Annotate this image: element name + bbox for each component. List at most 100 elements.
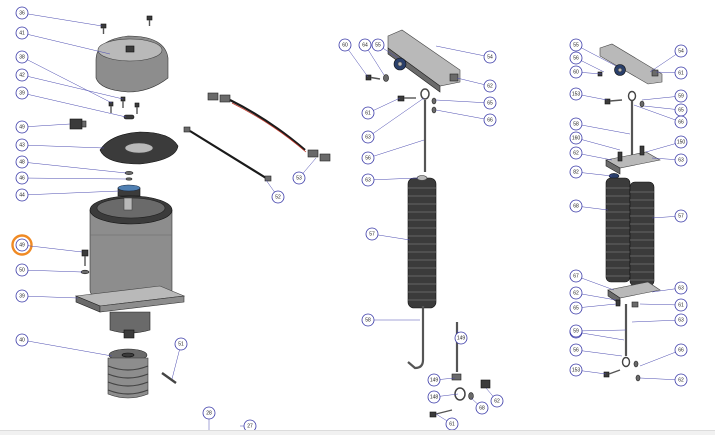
callout-bubble (569, 65, 583, 79)
bottom-scrollbar-track[interactable] (0, 430, 715, 435)
callout-double_spring-153[interactable]: 153 (569, 87, 583, 101)
callout-motor-36[interactable]: 36 (15, 6, 29, 20)
callout-number: 68 (479, 406, 485, 412)
callout-bubble (483, 113, 497, 127)
leader-line (21, 339, 113, 357)
callout-bubble (358, 38, 372, 52)
leader-line (21, 244, 83, 253)
callout-double_spring-62[interactable]: 62 (569, 146, 583, 160)
callout-double_spring-65[interactable]: 65 (674, 103, 688, 117)
callout-motor-46[interactable]: 46 (15, 171, 29, 185)
callout-motor-39[interactable]: 39 (15, 86, 29, 100)
callout-double_spring-68[interactable]: 68 (569, 199, 583, 213)
callout-motor-50[interactable]: 50 (15, 263, 29, 277)
callout-double_spring-60[interactable]: 60 (569, 65, 583, 79)
callout-single_spring-148[interactable]: 148 (427, 390, 441, 404)
leader-line (575, 329, 627, 332)
callout-single_spring-63[interactable]: 63 (361, 130, 375, 144)
callout-single_spring-56[interactable]: 56 (361, 151, 375, 165)
callout-double_spring-56[interactable]: 56 (569, 51, 583, 65)
callout-bubble (454, 331, 468, 345)
callout-motor-28[interactable]: 28 (202, 406, 216, 420)
callout-double_spring-67[interactable]: 67 (569, 269, 583, 283)
callout-single_spring-65[interactable]: 65 (483, 96, 497, 110)
callout-number: 62 (494, 399, 500, 405)
callout-bubble (15, 263, 29, 277)
callout-single_spring-58[interactable]: 58 (361, 313, 375, 327)
callout-number: 63 (678, 158, 684, 164)
callout-double_spring-61[interactable]: 61 (674, 298, 688, 312)
callout-number: 52 (275, 195, 281, 201)
callout-bubble (15, 238, 29, 252)
callout-motor-42[interactable]: 42 (15, 68, 29, 82)
callout-double_spring-66[interactable]: 66 (674, 343, 688, 357)
callout-double_spring-160[interactable]: 160 (569, 131, 583, 145)
callout-double_spring-82[interactable]: 82 (569, 165, 583, 179)
callout-double_spring-66[interactable]: 66 (674, 115, 688, 129)
callout-bubble (15, 171, 29, 185)
callout-single_spring-54[interactable]: 54 (483, 50, 497, 64)
callout-single_spring-61[interactable]: 61 (445, 417, 459, 431)
callout-double_spring-153[interactable]: 153 (569, 363, 583, 377)
callout-number: 66 (678, 120, 684, 126)
single-spring-assembly (365, 29, 491, 418)
callout-double_spring-150[interactable]: 150 (674, 135, 688, 149)
callout-bubble (483, 50, 497, 64)
callout-motor-41[interactable]: 41 (15, 26, 29, 40)
callout-motor-48[interactable]: 48 (15, 155, 29, 169)
callout-number: 153 (572, 92, 581, 98)
spring-left (605, 177, 631, 283)
callout-double_spring-56[interactable]: 56 (569, 343, 583, 357)
callout-double_spring-55[interactable]: 55 (569, 38, 583, 52)
callout-double_spring-63[interactable]: 63 (674, 313, 688, 327)
callout-single_spring-61[interactable]: 61 (361, 106, 375, 120)
callout-number: 56 (365, 156, 371, 162)
callout-single_spring-60[interactable]: 60 (338, 38, 352, 52)
callout-bubble (15, 86, 29, 100)
callout-motor-51[interactable]: 51 (174, 337, 188, 351)
callout-double_spring-58[interactable]: 58 (569, 117, 583, 131)
callout-motor-43[interactable]: 43 (15, 138, 29, 152)
callout-double_spring-62[interactable]: 62 (674, 373, 688, 387)
callout-single_spring-57[interactable]: 57 (365, 227, 379, 241)
callout-motor-53[interactable]: 53 (292, 171, 306, 185)
callout-double_spring-63[interactable]: 63 (674, 153, 688, 167)
motor-body (89, 195, 173, 305)
callout-motor-49[interactable]: 49 (15, 120, 29, 134)
callout-number: 41 (19, 31, 25, 37)
callout-single_spring-68[interactable]: 68 (475, 401, 489, 415)
leader-line (21, 92, 127, 118)
leader-line (575, 123, 631, 135)
callout-double_spring-61[interactable]: 61 (674, 66, 688, 80)
callout-double_spring-63[interactable]: 63 (674, 281, 688, 295)
callout-number: 61 (449, 422, 455, 428)
hook-rod (407, 306, 425, 370)
callout-bubble (674, 153, 688, 167)
callout-motor-38[interactable]: 38 (15, 50, 29, 64)
callout-single_spring-55[interactable]: 55 (371, 38, 385, 52)
callout-bubble (371, 38, 385, 52)
callout-single_spring-64[interactable]: 64 (358, 38, 372, 52)
callout-single_spring-149[interactable]: 149 (427, 373, 441, 387)
callout-number: 39 (19, 91, 25, 97)
callout-double_spring-54[interactable]: 54 (674, 44, 688, 58)
callout-motor-44[interactable]: 44 (15, 188, 29, 202)
callout-double_spring-59[interactable]: 59 (674, 89, 688, 103)
callout-double_spring-57[interactable]: 57 (674, 209, 688, 223)
double-spring-assembly (597, 43, 663, 382)
callout-single_spring-149[interactable]: 149 (454, 331, 468, 345)
callout-motor-40[interactable]: 40 (15, 333, 29, 347)
callout-motor-49[interactable]: 49 (15, 238, 29, 252)
highlight-marker[interactable] (11, 234, 33, 256)
callout-motor-39[interactable]: 39 (15, 289, 29, 303)
callout-single_spring-62[interactable]: 62 (490, 394, 504, 408)
callout-double_spring-59[interactable]: 59 (569, 324, 583, 338)
callout-double_spring-65[interactable]: 65 (569, 301, 583, 315)
callout-double_spring-62[interactable]: 62 (569, 286, 583, 300)
fan-cover (95, 35, 169, 93)
callout-single_spring-62[interactable]: 62 (483, 79, 497, 93)
callout-number: 50 (19, 268, 25, 274)
callout-motor-52[interactable]: 52 (271, 190, 285, 204)
callout-single_spring-66[interactable]: 66 (483, 113, 497, 127)
callout-single_spring-63[interactable]: 63 (361, 173, 375, 187)
